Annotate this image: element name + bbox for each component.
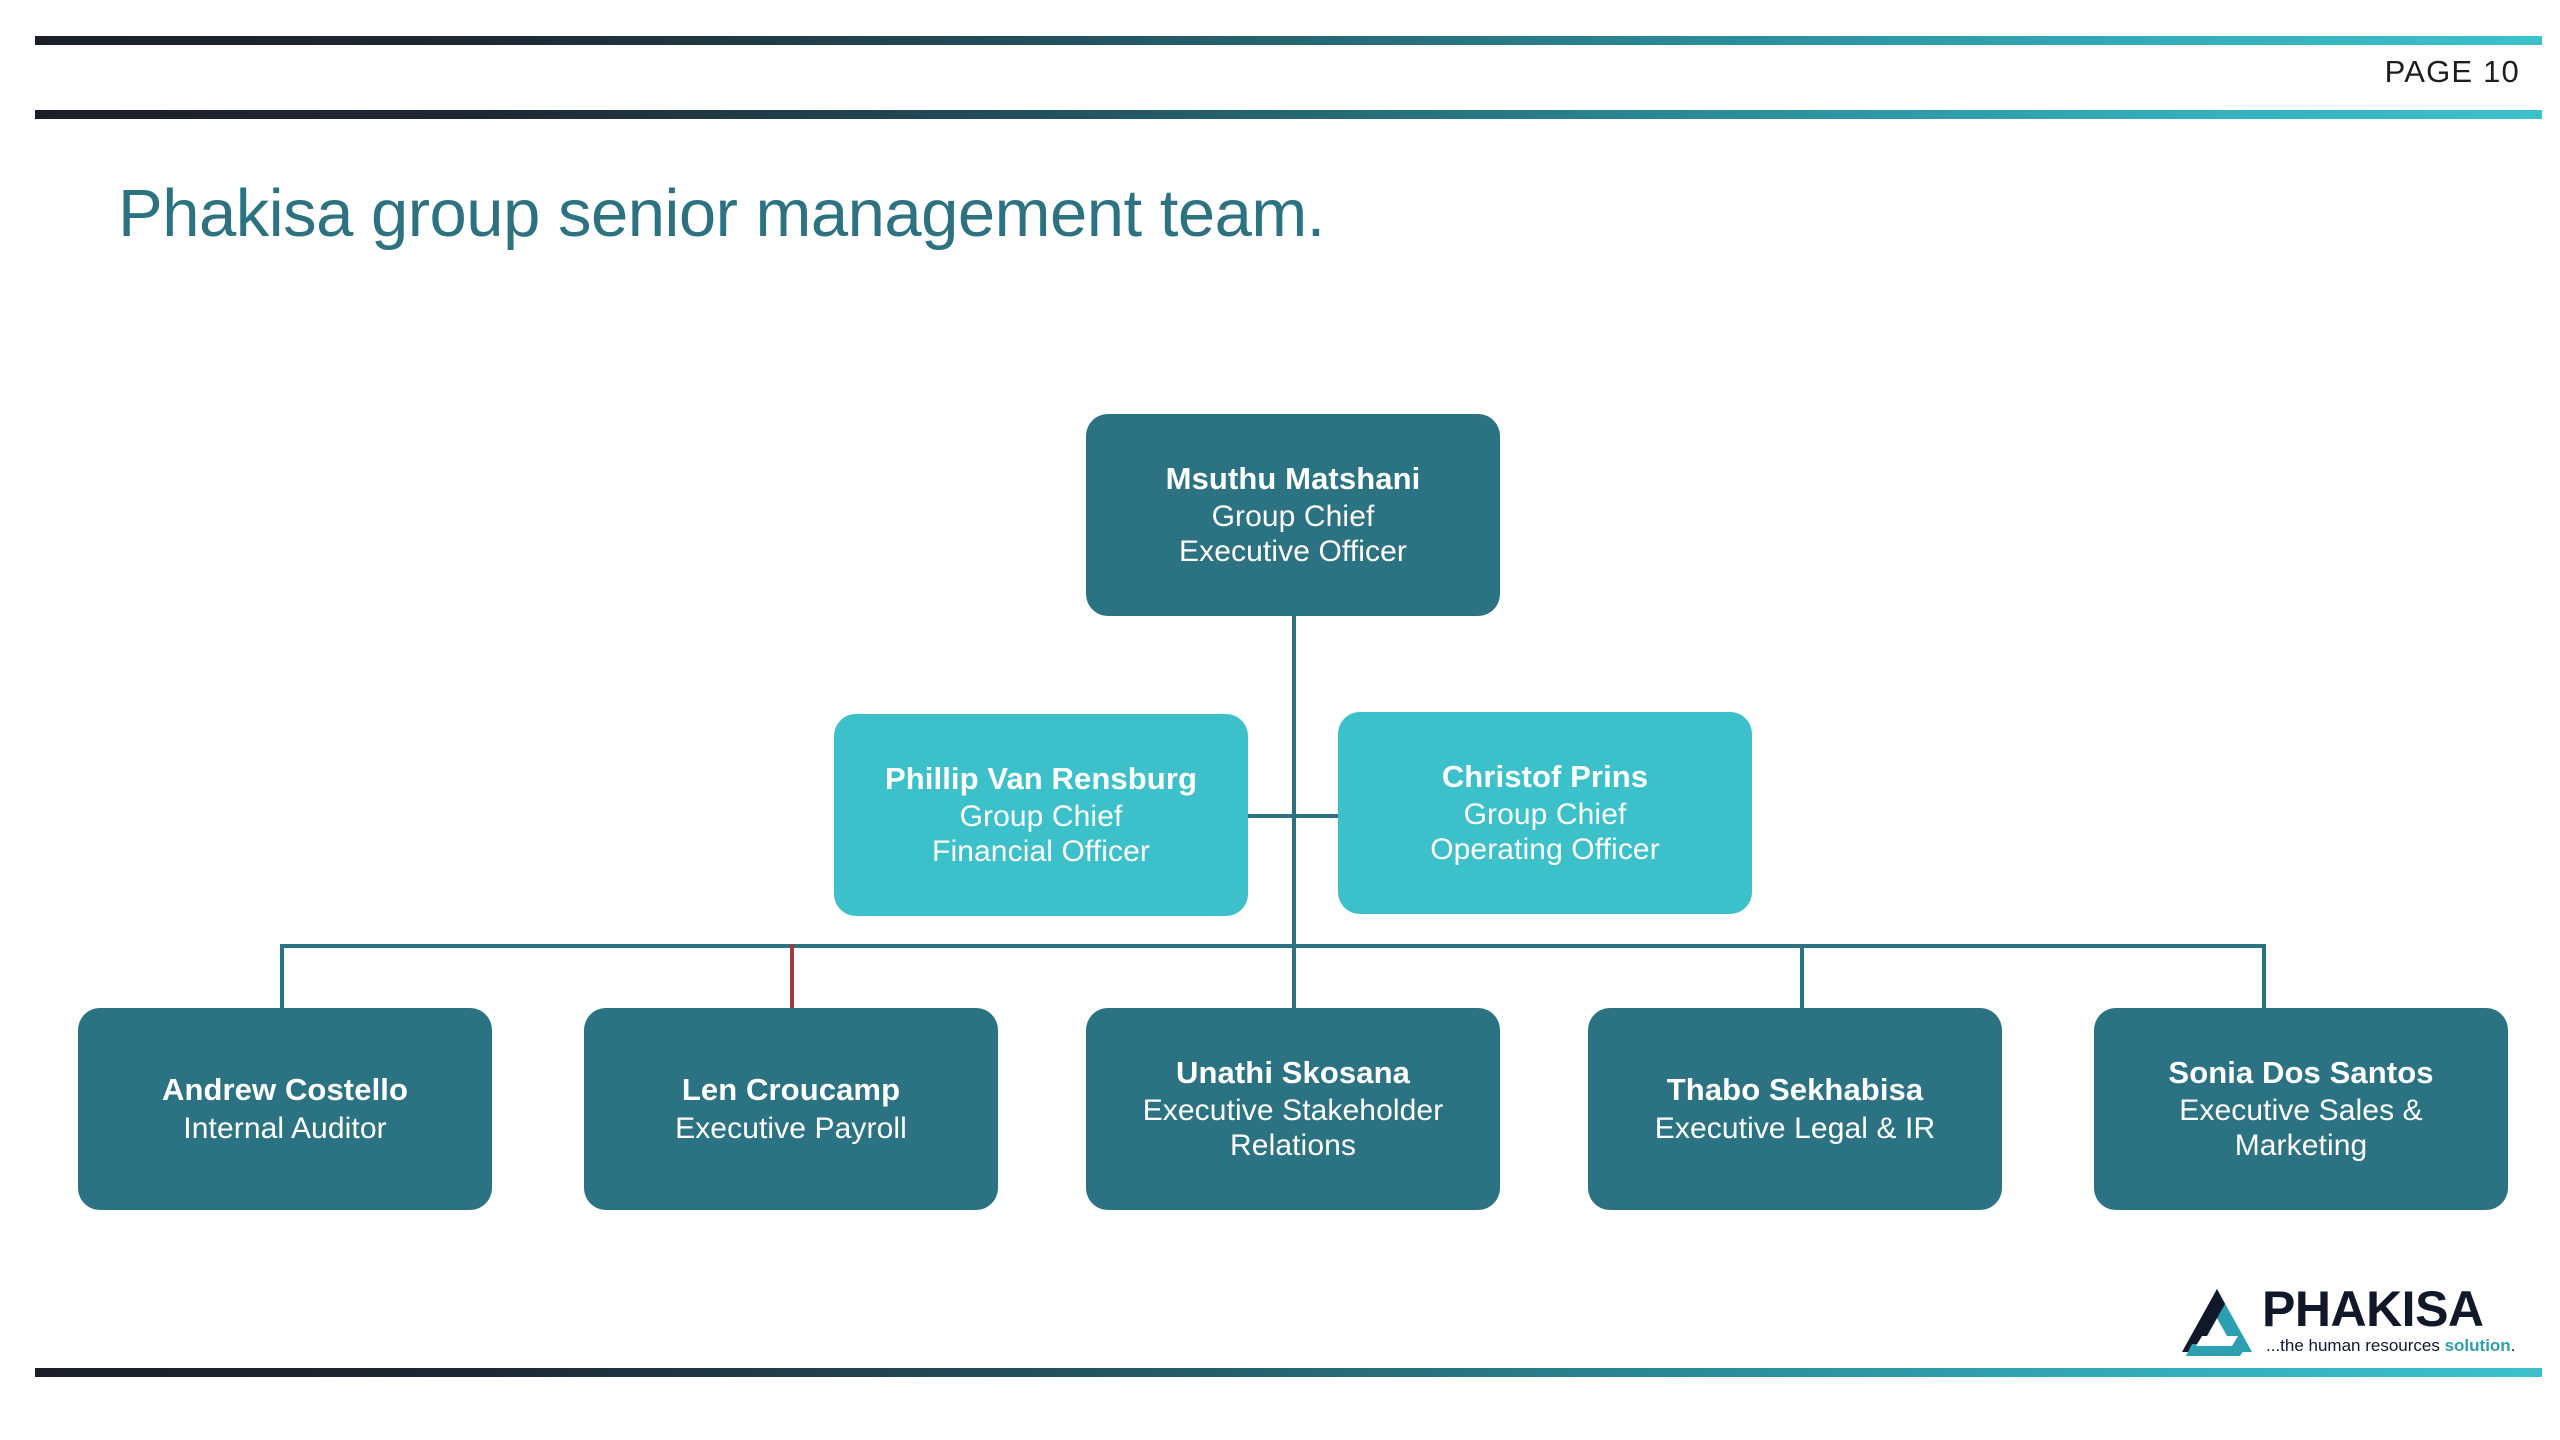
org-node-title-line: Executive Officer — [1179, 535, 1407, 569]
org-node-title-line: Internal Auditor — [183, 1111, 387, 1145]
org-node-name: Christof Prins — [1441, 758, 1649, 794]
org-node-name: Andrew Costello — [161, 1072, 409, 1108]
org-node-title-line: Group Chief — [959, 800, 1123, 834]
org-node-name: Msuthu Matshani — [1165, 460, 1421, 496]
connector-coo-stub — [1292, 814, 1344, 818]
org-node-title-line: Marketing — [2234, 1129, 2368, 1163]
connector-costello-drop — [280, 944, 284, 1010]
org-node-coo[interactable]: Christof Prins Group Chief Operating Off… — [1338, 712, 1752, 914]
tagline-prefix: ...the human resources — [2266, 1336, 2445, 1355]
page-number: PAGE 10 — [2384, 54, 2520, 89]
org-node-title-line: Group Chief — [1463, 798, 1627, 832]
org-node-executive-payroll[interactable]: Len Croucamp Executive Payroll — [584, 1008, 998, 1210]
org-node-cfo[interactable]: Phillip Van Rensburg Group Chief Financi… — [834, 714, 1248, 916]
connector-bus — [280, 944, 2266, 948]
connector-skosana-drop — [1292, 944, 1296, 1010]
org-node-name: Sonia Dos Santos — [2168, 1054, 2434, 1090]
org-node-title-line: Group Chief — [1211, 500, 1375, 534]
org-node-title-line: Operating Officer — [1430, 833, 1660, 867]
page-title: Phakisa group senior management team. — [118, 176, 1325, 251]
org-node-title-line: Executive Stakeholder — [1142, 1094, 1444, 1128]
connector-ceo-spine — [1292, 610, 1296, 946]
tagline-suffix: . — [2510, 1336, 2516, 1355]
org-node-title-line: Executive Legal & IR — [1654, 1111, 1936, 1145]
header-rule-bottom — [35, 110, 2542, 119]
connector-croucamp-drop — [790, 944, 794, 1010]
org-node-title-line: Relations — [1230, 1129, 1356, 1163]
phakisa-tagline: ...the human resources solution. — [2266, 1336, 2515, 1356]
phakisa-triangle-icon — [2178, 1286, 2256, 1358]
org-node-title-line: Executive Sales & — [2179, 1094, 2423, 1128]
footer-rule — [35, 1368, 2542, 1377]
org-node-internal-auditor[interactable]: Andrew Costello Internal Auditor — [78, 1008, 492, 1210]
org-node-stakeholder-relations[interactable]: Unathi Skosana Executive Stakeholder Rel… — [1086, 1008, 1500, 1210]
org-node-name: Unathi Skosana — [1176, 1054, 1410, 1090]
org-node-title-line: Financial Officer — [932, 835, 1150, 869]
org-node-name: Phillip Van Rensburg — [884, 760, 1198, 796]
org-node-sales-marketing[interactable]: Sonia Dos Santos Executive Sales & Marke… — [2094, 1008, 2508, 1210]
tagline-accent: solution — [2444, 1336, 2511, 1355]
connector-sekhabisa-drop — [1800, 944, 1804, 1010]
org-node-title-line: Executive Payroll — [675, 1111, 907, 1145]
connector-dossantos-drop — [2262, 944, 2266, 1010]
org-node-name: Len Croucamp — [681, 1072, 901, 1108]
connector-cfo-stub — [1248, 814, 1296, 818]
org-node-ceo[interactable]: Msuthu Matshani Group Chief Executive Of… — [1086, 414, 1500, 616]
phakisa-wordmark: PHAKISA — [2262, 1281, 2484, 1337]
org-node-name: Thabo Sekhabisa — [1666, 1072, 1924, 1108]
header-rule-top — [35, 36, 2542, 45]
phakisa-logo: PHAKISA ...the human resources solution. — [2178, 1284, 2538, 1364]
org-node-legal-ir[interactable]: Thabo Sekhabisa Executive Legal & IR — [1588, 1008, 2002, 1210]
